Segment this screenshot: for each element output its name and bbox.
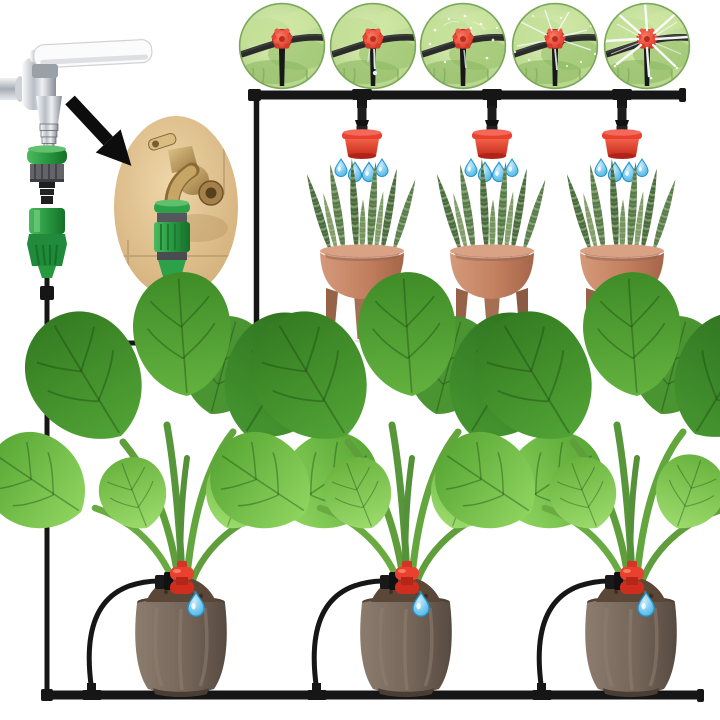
end-cap [697, 689, 704, 702]
spout [36, 96, 62, 124]
spray-mist [516, 9, 592, 71]
dripper-state-inset-4 [511, 2, 599, 90]
pointer-arrow-icon [65, 95, 132, 166]
dripper-state-inset-5 [603, 2, 691, 90]
spray-light [428, 14, 499, 69]
dripper-state-inset-2 [329, 2, 417, 90]
brass-faucet [147, 133, 224, 209]
inline-coupler [40, 286, 54, 300]
dripper-state-inset-3 [419, 2, 507, 90]
source-faucet-assembly [0, 39, 153, 278]
corner-elbow [41, 689, 53, 701]
wall-pipe [0, 78, 20, 100]
white-lever-handle [33, 39, 153, 69]
installation-inset [114, 116, 238, 298]
dripper-state-inset-1 [238, 2, 326, 90]
green-tap-adapter [27, 145, 67, 204]
green-quick-connector [27, 208, 67, 278]
end-cap [679, 88, 686, 102]
spray-dripping [367, 48, 378, 76]
